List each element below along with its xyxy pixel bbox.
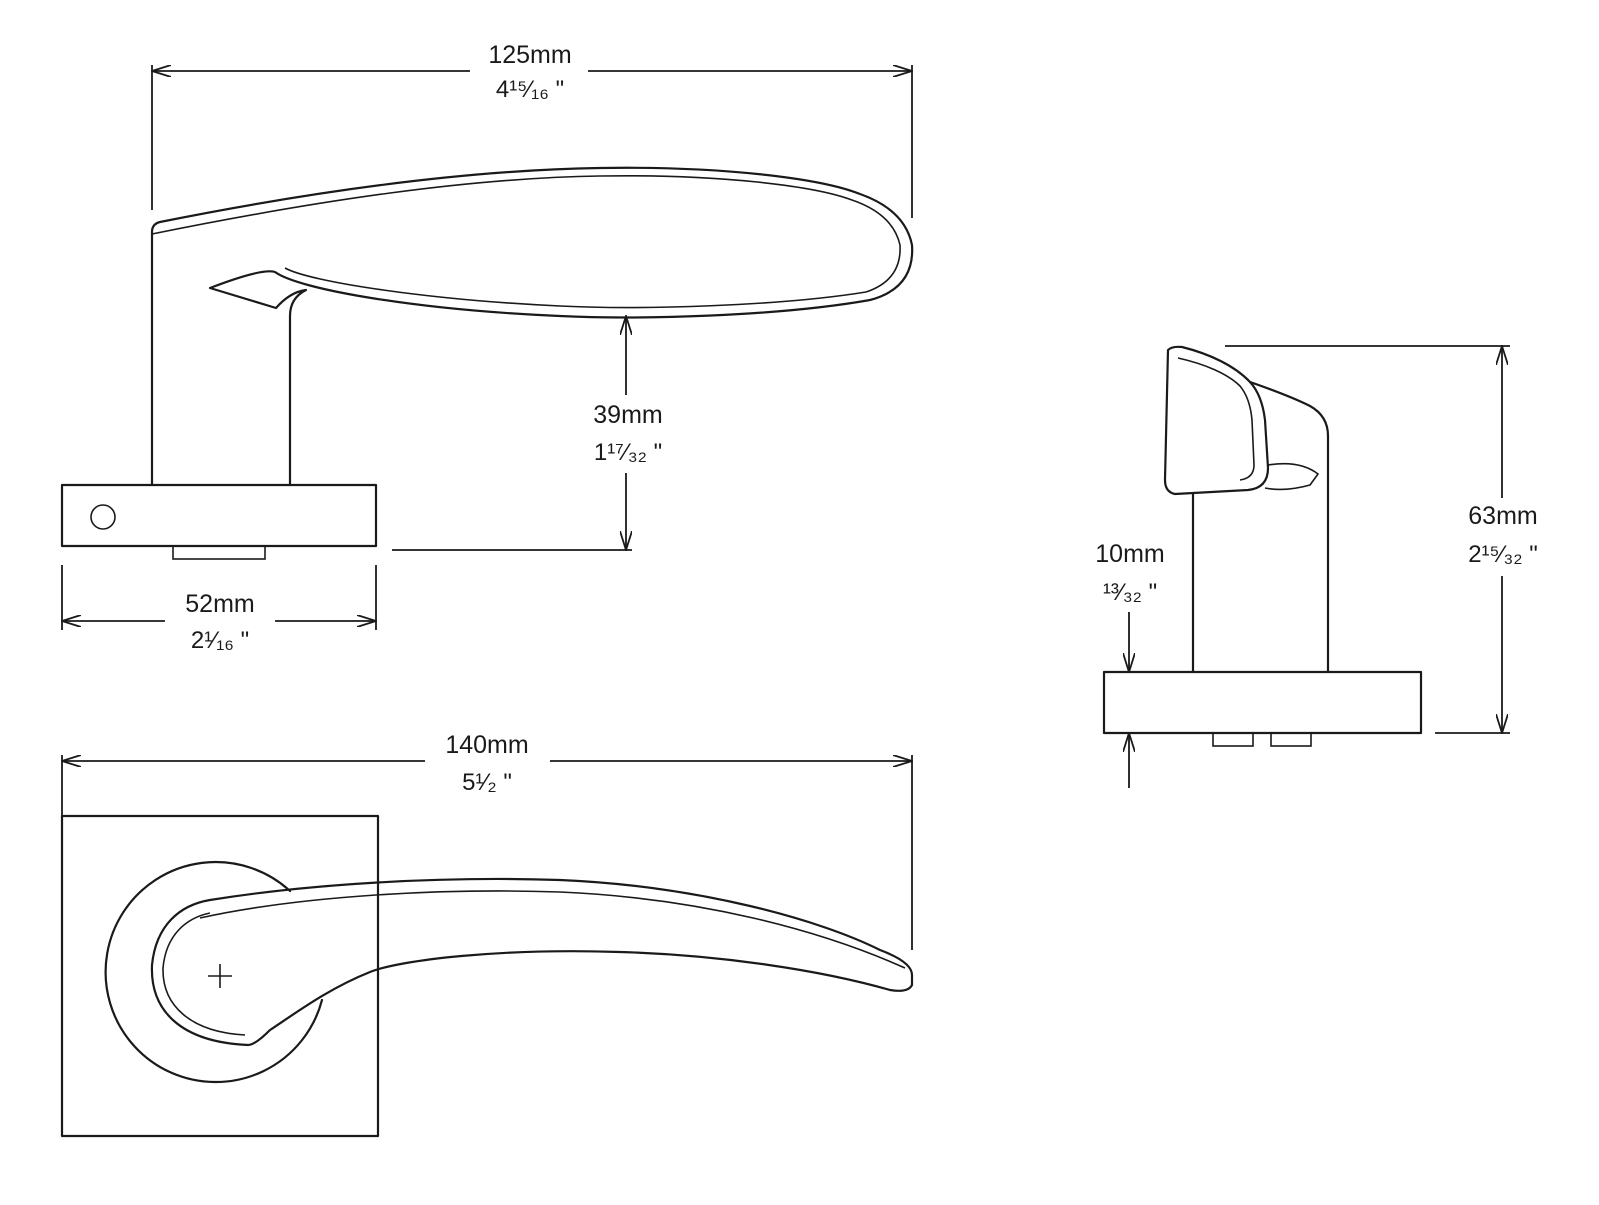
side-view [60,166,914,560]
round-rose [104,860,324,1084]
dim-lever-height: 39mm 1¹⁷⁄₃₂ " [392,316,685,550]
lever-outline [150,166,914,487]
dim-rose-width: 52mm 2¹⁄₁₆ " [62,565,376,658]
lever-front-ridge-inner [162,912,246,1036]
dim-projection-metric: 63mm [1468,502,1537,530]
dim-lever-length-imperial: 4¹⁵⁄₁₆ " [496,76,564,103]
dim-overall-length-metric: 140mm [445,731,528,759]
dim-rose-thickness-metric: 10mm [1095,540,1164,568]
front-view [60,814,914,1138]
rose-plate-end [1102,670,1423,735]
lever-front-ridge [199,890,906,969]
lever-inner-edge [151,174,901,309]
lever-front-outline [150,877,914,1047]
dim-rose-width-imperial: 2¹⁄₁₆ " [191,627,249,654]
dim-lever-height-metric: 39mm [593,401,662,429]
end-view [1102,345,1423,747]
dim-lever-length: 125mm 4¹⁵⁄₁₆ " [152,41,912,218]
rose-plate-side [60,483,378,548]
dim-projection: 63mm 2¹⁵⁄₃₂ " [1225,346,1556,733]
dim-overall-length: 140mm 5¹⁄₂ " [62,730,912,950]
grub-screw-hole [90,504,116,530]
square-rose-plate [60,814,380,1138]
lever-end-face [1163,345,1270,496]
dim-rose-width-metric: 52mm [185,590,254,618]
dim-lever-length-metric: 125mm [488,41,571,69]
dim-projection-imperial: 2¹⁵⁄₃₂ " [1468,541,1538,568]
dim-overall-length-imperial: 5¹⁄₂ " [462,769,512,796]
lever-end-body [1248,380,1330,674]
dim-rose-thickness-imperial: ¹³⁄₃₂ " [1103,579,1157,606]
spindle-stub [172,545,266,560]
dim-rose-thickness: 10mm ¹³⁄₃₂ " [1095,540,1165,788]
lever-end-tip [1264,462,1320,491]
dim-lever-height-imperial: 1¹⁷⁄₃₂ " [594,439,662,466]
lever-end-face-inner [1177,357,1255,481]
